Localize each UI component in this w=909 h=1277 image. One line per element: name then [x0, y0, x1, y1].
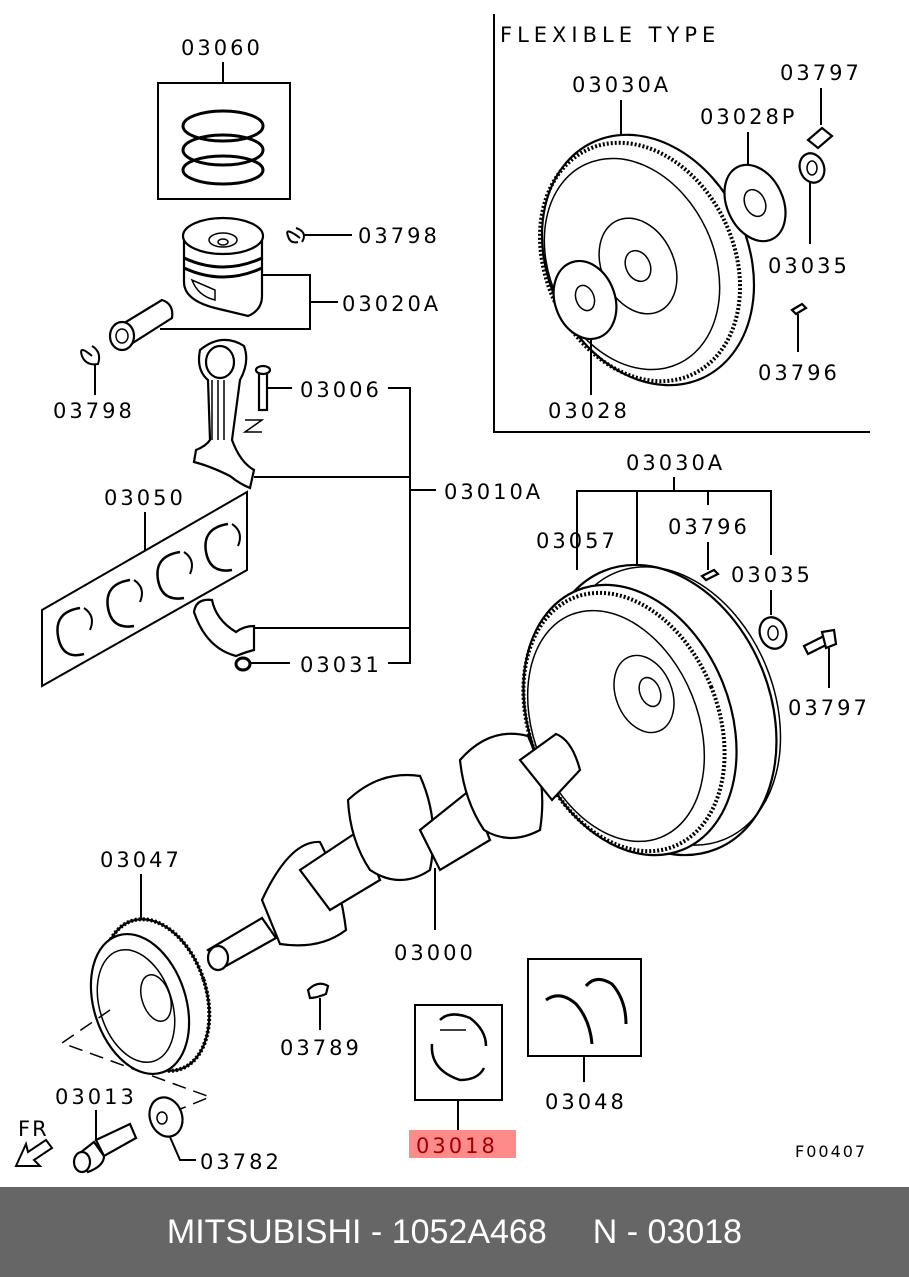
flex-bearing-icon — [798, 152, 826, 184]
callout-03020A[interactable]: 03020A — [342, 292, 441, 316]
conrod-cap-icon — [192, 598, 256, 658]
flex-bolt-icon — [806, 126, 834, 150]
callout-03797[interactable]: 03797 — [788, 696, 870, 720]
connecting-rod-icon — [192, 338, 256, 490]
conrod-bearings-icon — [56, 522, 241, 657]
ref-number: 03018 — [647, 1212, 743, 1251]
flex-pin-icon — [790, 302, 808, 316]
flexible-type-inset: FLEXIBLE TYPE 03030A 03028 03028P 03797 — [493, 14, 870, 433]
crankshaft-group: 03000 03789 — [206, 732, 582, 1060]
callout-03047[interactable]: 03047 — [100, 848, 182, 872]
piston-rings-box — [157, 82, 291, 200]
crank-pulley-icon — [89, 917, 212, 1076]
main-bearing-icon — [430, 1013, 488, 1082]
callout-03006[interactable]: 03006 — [300, 378, 382, 402]
callout-03048[interactable]: 03048 — [545, 1090, 627, 1114]
highlight-box — [409, 1130, 516, 1158]
conrod-nut-icon — [234, 656, 252, 672]
pulley-bolt-icon — [72, 1122, 138, 1174]
inset-title: FLEXIBLE TYPE — [500, 23, 720, 47]
flywheel-bearing-icon — [758, 616, 788, 650]
callout-03000[interactable]: 03000 — [394, 941, 476, 965]
piston-icon — [181, 216, 265, 318]
callout-03028P[interactable]: 03028P — [700, 105, 797, 129]
footer-separator-2: - — [626, 1212, 639, 1251]
flex-flywheel-icon — [537, 133, 756, 387]
crankshaft-icon — [206, 732, 582, 972]
piston-rings-icon — [181, 109, 265, 186]
callout-03030A[interactable]: 03030A — [626, 451, 725, 475]
callout-03782[interactable]: 03782 — [200, 1150, 282, 1174]
callout-03028[interactable]: 03028 — [548, 399, 630, 423]
drawing-code: F00407 — [795, 1142, 867, 1161]
connecting-rod-group: 03006 03010A 03031 03050 — [41, 338, 543, 688]
callout-03796[interactable]: 03796 — [668, 515, 750, 539]
piston-pin-icon — [108, 298, 174, 352]
thrust-bearing-group: 03048 — [527, 958, 642, 1114]
direction-label: FR — [18, 1117, 49, 1141]
callout-03030A-flex[interactable]: 03030A — [572, 73, 671, 97]
front-direction-arrow: FR — [14, 1117, 54, 1167]
snap-ring-top-icon — [286, 227, 305, 244]
callout-03798-left[interactable]: 03798 — [53, 399, 135, 423]
bearing-set-box — [41, 490, 248, 688]
woodruff-key-icon — [306, 982, 330, 1000]
crank-pulley-group: 03047 03013 03782 FR — [14, 848, 282, 1174]
thrust-bearing-icon — [545, 978, 628, 1045]
flywheel-pin-icon — [700, 568, 720, 582]
callout-03010A[interactable]: 03010A — [444, 480, 543, 504]
main-bearing-group: 03018 — [409, 1004, 516, 1158]
callout-03796-flex[interactable]: 03796 — [758, 361, 840, 385]
flex-adapter-icon — [552, 259, 618, 341]
callout-03060[interactable]: 03060 — [181, 36, 263, 60]
main-bearing-box — [414, 1004, 503, 1101]
parts-diagram: 03060 03798 — [14, 14, 870, 1174]
conrod-bolt-icon — [254, 364, 272, 412]
pulley-washer-icon — [148, 1096, 184, 1138]
flywheel-icon — [521, 563, 782, 857]
callout-03035[interactable]: 03035 — [731, 563, 813, 587]
callout-03057[interactable]: 03057 — [536, 529, 618, 553]
callout-03035-flex[interactable]: 03035 — [768, 254, 850, 278]
flywheel-group: 03030A 03796 03057 03035 — [521, 451, 870, 857]
ref-prefix: N — [592, 1212, 618, 1251]
callout-03018[interactable]: 03018 — [416, 1134, 498, 1158]
brand-name: MITSUBISHI — [166, 1212, 362, 1251]
callout-03789[interactable]: 03789 — [280, 1036, 362, 1060]
callout-03013[interactable]: 03013 — [55, 1085, 137, 1109]
part-info-footer: MITSUBISHI - 1052A468 N - 03018 — [0, 1187, 909, 1277]
snap-ring-left-icon — [80, 345, 101, 366]
callout-03031[interactable]: 03031 — [300, 653, 382, 677]
flywheel-bolt-icon — [802, 628, 838, 656]
part-number: 1052A468 — [391, 1212, 547, 1251]
callout-03050[interactable]: 03050 — [104, 486, 186, 510]
footer-separator-1: - — [370, 1212, 383, 1251]
piston-group: 03798 03020A 03798 — [53, 216, 441, 423]
arrow-icon — [14, 1138, 54, 1167]
callout-03798-top[interactable]: 03798 — [358, 224, 440, 248]
piston-rings-group: 03060 — [157, 36, 291, 200]
flex-plate-icon — [723, 163, 787, 243]
callout-03797-flex[interactable]: 03797 — [780, 61, 862, 85]
